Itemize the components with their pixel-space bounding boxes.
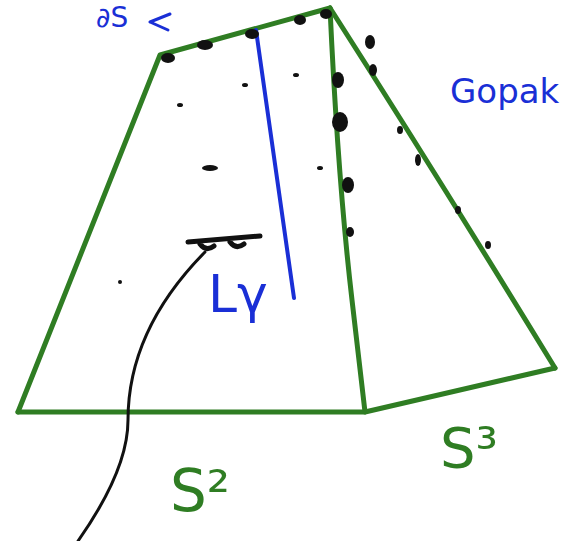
base-edge — [18, 368, 555, 412]
pyramid-outline — [18, 8, 555, 412]
left-face-edge — [18, 8, 330, 412]
figure-label: S² — [170, 462, 230, 520]
figure-label: ∂S — [96, 4, 128, 32]
dots — [118, 9, 491, 284]
right-face-edge — [330, 8, 555, 368]
figure-label: S³ — [440, 420, 498, 476]
arrow-mark — [150, 14, 170, 30]
figure-label: Lγ — [208, 268, 268, 320]
blue-line — [256, 30, 294, 298]
black-mark — [188, 236, 260, 249]
middle-edge — [330, 8, 365, 412]
figure-label: Gopak — [450, 74, 559, 108]
